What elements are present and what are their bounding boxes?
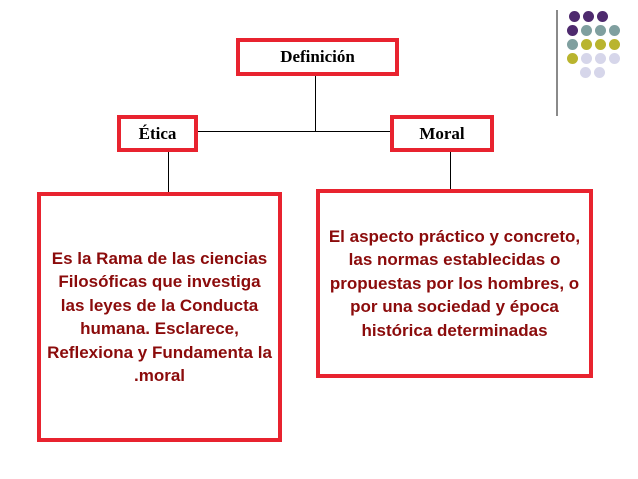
decorative-vertical-line xyxy=(556,10,558,116)
decorative-dot xyxy=(595,39,606,50)
moral-box: Moral xyxy=(390,115,494,152)
connector-moral-stem xyxy=(450,151,451,189)
decorative-dot xyxy=(567,25,578,36)
moral-label: Moral xyxy=(419,123,465,143)
decorative-dot xyxy=(583,11,594,22)
etica-description-box: Es la Rama de las ciencias Filosóficas q… xyxy=(37,192,282,442)
decorative-dot xyxy=(567,53,578,64)
etica-description: Es la Rama de las ciencias Filosóficas q… xyxy=(47,248,272,386)
decorative-dot xyxy=(609,39,620,50)
moral-description: El aspecto práctico y concreto, las norm… xyxy=(328,226,581,340)
decorative-dot xyxy=(597,11,608,22)
connector-horizontal xyxy=(197,131,391,132)
connector-root-stem xyxy=(315,76,316,131)
decorative-dot xyxy=(567,39,578,50)
decorative-dot xyxy=(595,25,606,36)
decorative-dot xyxy=(569,11,580,22)
moral-description-box: El aspecto práctico y concreto, las norm… xyxy=(316,189,593,378)
decorative-dot xyxy=(594,67,605,78)
decorative-dot xyxy=(609,25,620,36)
definicion-label: Definición xyxy=(280,47,355,66)
etica-box: Ética xyxy=(117,115,198,152)
connector-etica-stem xyxy=(168,151,169,192)
decorative-dot xyxy=(581,25,592,36)
decorative-dot xyxy=(581,53,592,64)
decorative-dot xyxy=(609,53,620,64)
decorative-dot xyxy=(595,53,606,64)
etica-label: Ética xyxy=(138,123,177,143)
decorative-dot xyxy=(580,67,591,78)
definicion-box: Definición xyxy=(236,38,399,76)
decorative-dot xyxy=(581,39,592,50)
